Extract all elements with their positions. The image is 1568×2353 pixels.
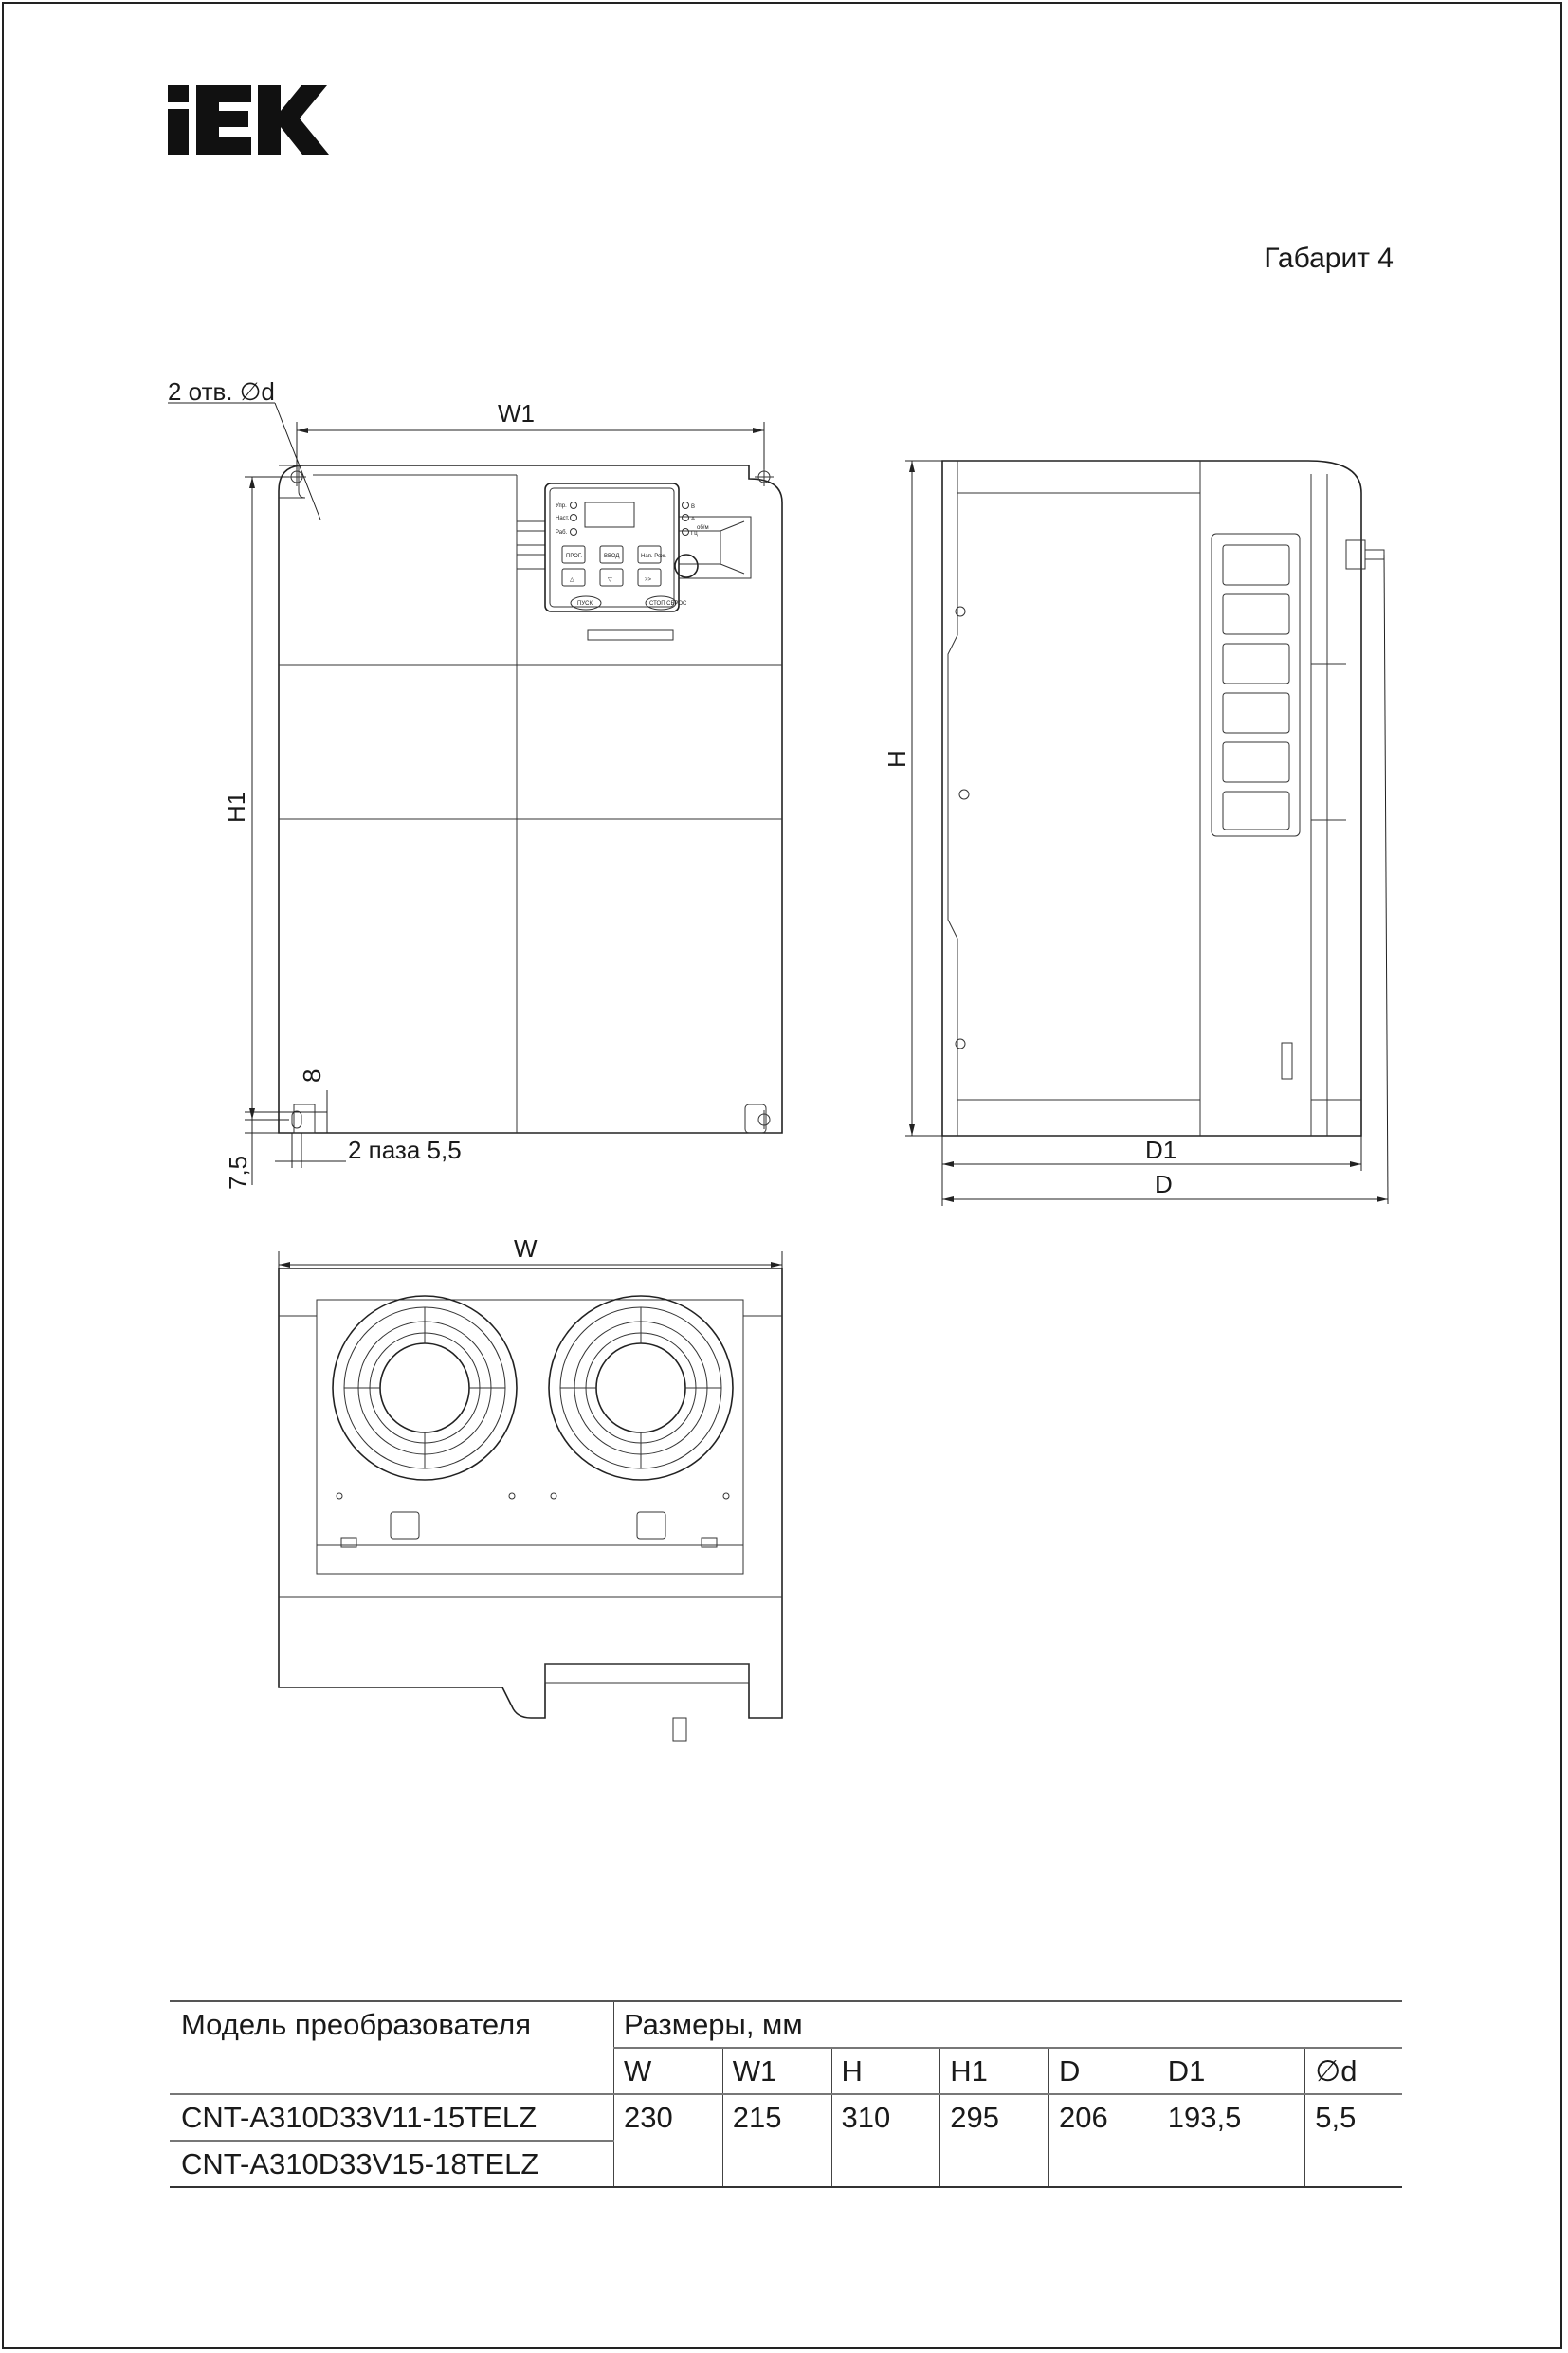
col-header-diameter: ∅d xyxy=(1304,2047,1402,2094)
model-header: Модель преобразователя xyxy=(170,2000,614,2094)
model-cell: CNT-A310D33V11-15TELZ xyxy=(170,2093,614,2141)
led-label-setup: Наст. xyxy=(556,516,570,521)
mode-button: Нап. Реж. xyxy=(641,554,666,559)
w-dimension-label: W xyxy=(514,1234,538,1263)
value-d1: 193,5 xyxy=(1157,2093,1305,2188)
value-diameter: 5,5 xyxy=(1304,2093,1402,2188)
led-note: об/м xyxy=(697,525,709,531)
value-h: 310 xyxy=(830,2093,940,2188)
led-label-run: Раб. xyxy=(556,530,568,536)
stop-button: СТОП СБРОС xyxy=(649,601,687,607)
col-header-h1: H1 xyxy=(939,2047,1049,2094)
col-header-w1: W1 xyxy=(721,2047,831,2094)
model-cell: CNT-A310D33V15-18TELZ xyxy=(170,2140,614,2188)
size-label: Габарит 4 xyxy=(1264,243,1394,274)
value-d: 206 xyxy=(1048,2093,1158,2188)
potentiometer-knob xyxy=(674,554,699,578)
fan-left xyxy=(332,1295,518,1481)
bottom-view: W xyxy=(278,1234,783,1742)
col-header-d: D xyxy=(1048,2047,1158,2094)
w1-dimension-label: W1 xyxy=(498,399,535,428)
down-button: ▽ xyxy=(608,577,612,583)
dims-header: Размеры, мм xyxy=(613,2000,1402,2048)
col-header-w: W xyxy=(613,2047,723,2094)
value-h1: 295 xyxy=(939,2093,1049,2188)
h-dimension-label: H xyxy=(883,750,911,768)
value-w: 230 xyxy=(613,2093,723,2188)
h1-dimension-label: H1 xyxy=(222,792,250,823)
led-label-volt: В xyxy=(691,504,695,510)
slots-dimension-label: 2 паза 5,5 xyxy=(348,1136,462,1164)
value-w1: 215 xyxy=(721,2093,831,2188)
front-view: Упр. Наст. Раб. В А Гц ПРОГ. ВВОД Нап. Р… xyxy=(168,377,783,1190)
prog-button: ПРОГ. xyxy=(566,554,582,559)
enter-button: ВВОД xyxy=(604,554,619,559)
dimensions-table: Модель преобразователя Размеры, мм W W1 … xyxy=(170,2000,1402,2188)
offset-7-5-label: 7,5 xyxy=(224,1156,252,1190)
col-header-d1: D1 xyxy=(1157,2047,1305,2094)
d1-dimension-label: D1 xyxy=(1145,1136,1176,1164)
led-label-hz: Гц xyxy=(691,531,698,537)
col-header-h: H xyxy=(830,2047,940,2094)
run-button: ПУСК xyxy=(577,601,593,607)
up-button: △ xyxy=(570,577,574,583)
led-label-control: Упр. xyxy=(556,503,567,509)
iek-logo xyxy=(168,85,329,155)
shift-button: >> xyxy=(645,577,652,583)
side-view: H D1 D xyxy=(883,460,1389,1206)
led-label-amp: А xyxy=(691,517,695,522)
vent-slots xyxy=(1222,544,1290,830)
holes-callout-label: 2 отв. ∅d xyxy=(168,377,275,406)
d-dimension-label: D xyxy=(1155,1170,1173,1198)
offset-8-label: 8 xyxy=(298,1069,326,1083)
fan-right xyxy=(548,1295,734,1481)
keypad: Упр. Наст. Раб. В А Гц ПРОГ. ВВОД Нап. Р… xyxy=(544,483,709,641)
